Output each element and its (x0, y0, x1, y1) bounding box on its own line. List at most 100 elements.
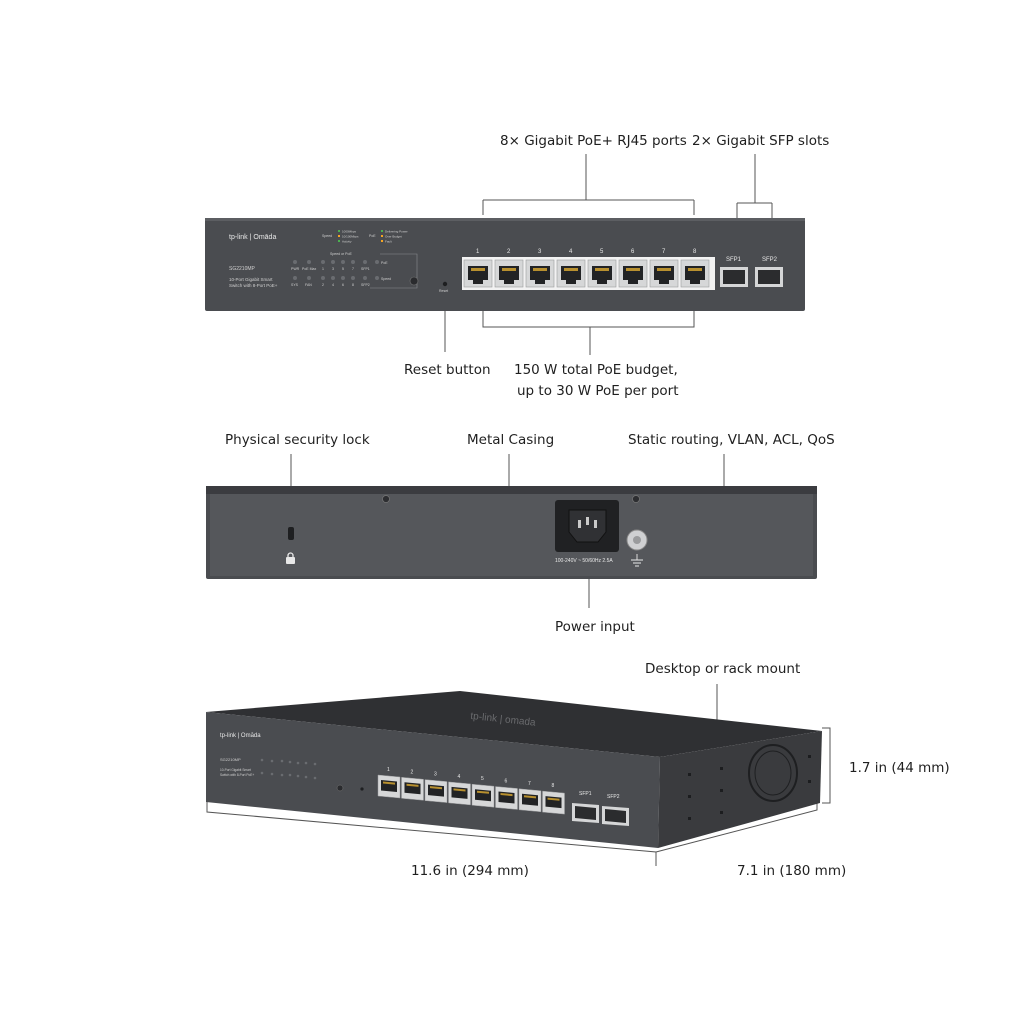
rj45-port-3 (525, 259, 555, 288)
callout-reset-button: Reset button (404, 362, 491, 378)
rj45-ports-3d (377, 774, 565, 815)
port-number-8: 8 (693, 249, 697, 255)
sfp-slot-2 (755, 267, 783, 287)
port-number-2: 2 (507, 249, 511, 255)
poe-ports-bracket (482, 154, 695, 215)
legend-poe-1: Delivering Power (385, 230, 408, 234)
front3d-desc-1: 10-Port Gigabit Smart (220, 768, 251, 772)
device-side (658, 731, 822, 848)
power-socket (555, 500, 619, 552)
ground-screw-icon (626, 529, 648, 567)
led-row1-2: 1 (322, 267, 324, 271)
led-grid (293, 260, 379, 280)
reset-label: Reset (439, 289, 448, 293)
callout-security-lock: Physical security lock (225, 432, 370, 448)
front3d-reset (360, 787, 364, 791)
callout-poe-ports: 8× Gigabit PoE+ RJ45 ports (500, 133, 687, 149)
callout-sfp-slots: 2× Gigabit SFP slots (692, 133, 830, 149)
led-row2-2: 2 (322, 283, 324, 287)
height-bracket (822, 727, 831, 804)
rj45-port-3d-4 (448, 781, 471, 806)
device-front (206, 712, 660, 848)
callout-power-input: Power input (555, 619, 635, 635)
rear-screw-right (632, 495, 640, 503)
rj45-port-3d-7 (518, 788, 542, 813)
lock-icon (286, 552, 295, 564)
device-top (206, 691, 822, 757)
front3d-brand: tp-link | Omāda (220, 733, 261, 739)
led-row2-0: SYS (291, 283, 299, 287)
port-number-3d-3: 3 (434, 772, 437, 778)
reset-pinhole (442, 281, 448, 287)
port-number-3d-6: 6 (505, 779, 508, 785)
legend-speed-3: Activity (342, 240, 352, 244)
front-desc-1: 10-Port Gigabit Smart (229, 277, 273, 282)
rj45-port-3d-2 (401, 777, 424, 801)
rj45-port-3d-8 (542, 790, 565, 815)
callout-height: 1.7 in (44 mm) (849, 760, 950, 776)
led-row1-6: SFP1 (361, 267, 370, 271)
callout-width: 11.6 in (294 mm) (411, 863, 529, 879)
callout-mount: Desktop or rack mount (645, 661, 801, 677)
mode-button (409, 276, 419, 286)
front3d-desc-2: Switch with 8-Port PoE+ (220, 773, 254, 777)
led-row1-5: 7 (352, 267, 354, 271)
callout-metal-casing: Metal Casing (467, 432, 555, 448)
port-number-3d-8: 8 (552, 783, 555, 789)
port-number-3d-4: 4 (458, 774, 461, 780)
led-row1-0: PWR (291, 267, 300, 271)
led-row2-5: 8 (352, 283, 354, 287)
rj45-port-3d-1 (377, 774, 401, 799)
callout-poe-budget-2: up to 30 W PoE per port (517, 383, 679, 399)
legend-speed-label: Speed (322, 234, 332, 238)
front-panel: tp-link | Omāda SG2210MP 10-Port Gigabit… (205, 218, 805, 311)
legend-speed-2: 10/100Mbps (342, 235, 359, 239)
rj45-port-4 (556, 259, 586, 288)
sfp-bracket (736, 154, 773, 218)
sfp2-3d-label: SFP2 (607, 794, 620, 800)
port-number-3: 3 (538, 249, 542, 255)
callout-poe-budget-1: 150 W total PoE budget, (514, 362, 678, 378)
rj45-port-3d-6 (495, 786, 518, 810)
legend-speed-1: 1000Mbps (342, 230, 357, 234)
port-number-3d-5: 5 (481, 776, 484, 782)
security-lock-slot (288, 527, 294, 540)
port-number-5: 5 (600, 249, 604, 255)
device-3d-view: tp-link | omada tp-link | Omāda SG2210MP… (206, 691, 822, 848)
power-rating: 100-240V ~ 50/60Hz 2.5A (555, 558, 613, 564)
fan-grille-icon (748, 744, 798, 802)
callout-features: Static routing, VLAN, ACL, QoS (628, 432, 835, 448)
port-number-3d-7: 7 (528, 781, 531, 787)
legend-poe-label: PoE (369, 234, 376, 238)
rj45-port-8 (680, 259, 710, 288)
footprint-bracket (206, 797, 818, 866)
port-number-3d-1: 1 (387, 767, 390, 773)
rj45-ports (463, 259, 710, 288)
mode-poe-label: PoE (381, 261, 388, 265)
front3d-mode-button (336, 784, 344, 792)
rj45-port-3d-5 (471, 783, 495, 808)
port-number-3d-2: 2 (411, 769, 414, 775)
port-number-4: 4 (569, 249, 573, 255)
sfp-slot-1 (720, 267, 748, 287)
front3d-model: SG2210MP (220, 757, 241, 762)
rj45-port-1 (463, 259, 493, 288)
front-desc-2: Switch with 8-Port PoE+ (229, 283, 278, 288)
led-row2-3: 4 (332, 283, 334, 287)
port-number-6: 6 (631, 249, 635, 255)
rj45-port-6 (618, 259, 648, 288)
port-number-7: 7 (662, 249, 666, 255)
legend-poe-2: Over Budget (385, 235, 402, 239)
poe-budget-bracket (482, 311, 695, 355)
led-row2-6: SFP2 (361, 283, 370, 287)
led-row2-1: FAN (305, 283, 312, 287)
led-group-label: Speed or PoE (330, 252, 352, 256)
led-row2-4: 6 (342, 283, 344, 287)
led-row1-3: 3 (332, 267, 334, 271)
mode-speed-label: Speed (381, 277, 391, 281)
rear-panel: 100-240V ~ 50/60Hz 2.5A (206, 486, 817, 579)
front-model: SG2210MP (229, 266, 256, 272)
sfp-3d-2 (602, 806, 629, 826)
sfp1-3d-label: SFP1 (579, 791, 592, 797)
sfp-3d-1 (572, 803, 599, 823)
